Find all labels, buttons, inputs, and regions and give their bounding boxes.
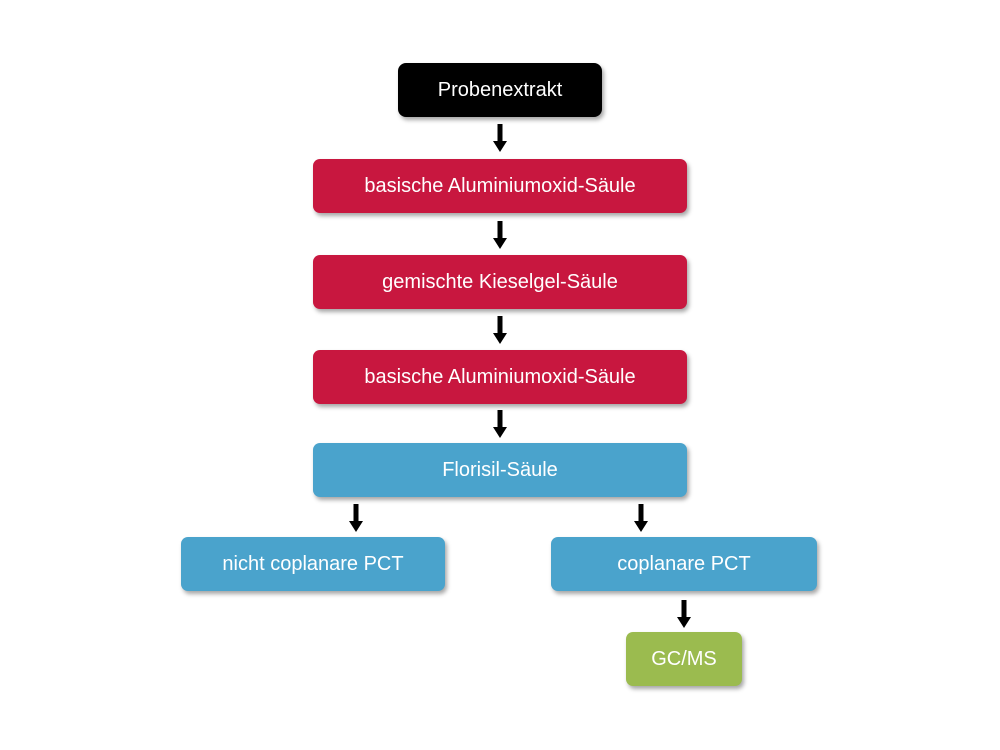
node-nicht-coplanar: nicht coplanare PCT xyxy=(181,537,445,591)
node-florisil-label: Florisil-Säule xyxy=(442,458,558,481)
node-alox-1-label: basische Aluminiumoxid-Säule xyxy=(364,174,636,197)
arrow-down-icon xyxy=(677,600,691,628)
node-probenextrakt: Probenextrakt xyxy=(398,63,602,117)
node-coplanar-label: coplanare PCT xyxy=(617,552,751,575)
arrow-down-icon xyxy=(634,504,648,532)
node-alox-2-label: basische Aluminiumoxid-Säule xyxy=(364,365,636,388)
arrow-down-icon xyxy=(493,124,507,152)
node-kieselgel: gemischte Kieselgel-Säule xyxy=(313,255,687,309)
arrow-down-icon xyxy=(349,504,363,532)
node-nicht-coplanar-label: nicht coplanare PCT xyxy=(222,552,404,575)
arrow-down-icon xyxy=(493,316,507,344)
node-gcms: GC/MS xyxy=(626,632,742,686)
node-gcms-label: GC/MS xyxy=(651,647,717,670)
arrow-down-icon xyxy=(493,410,507,438)
arrow-down-icon xyxy=(493,221,507,249)
node-alox-2: basische Aluminiumoxid-Säule xyxy=(313,350,687,404)
node-florisil: Florisil-Säule xyxy=(313,443,687,497)
node-probenextrakt-label: Probenextrakt xyxy=(437,78,563,101)
node-kieselgel-label: gemischte Kieselgel-Säule xyxy=(382,270,618,293)
node-alox-1: basische Aluminiumoxid-Säule xyxy=(313,159,687,213)
node-coplanar: coplanare PCT xyxy=(551,537,817,591)
